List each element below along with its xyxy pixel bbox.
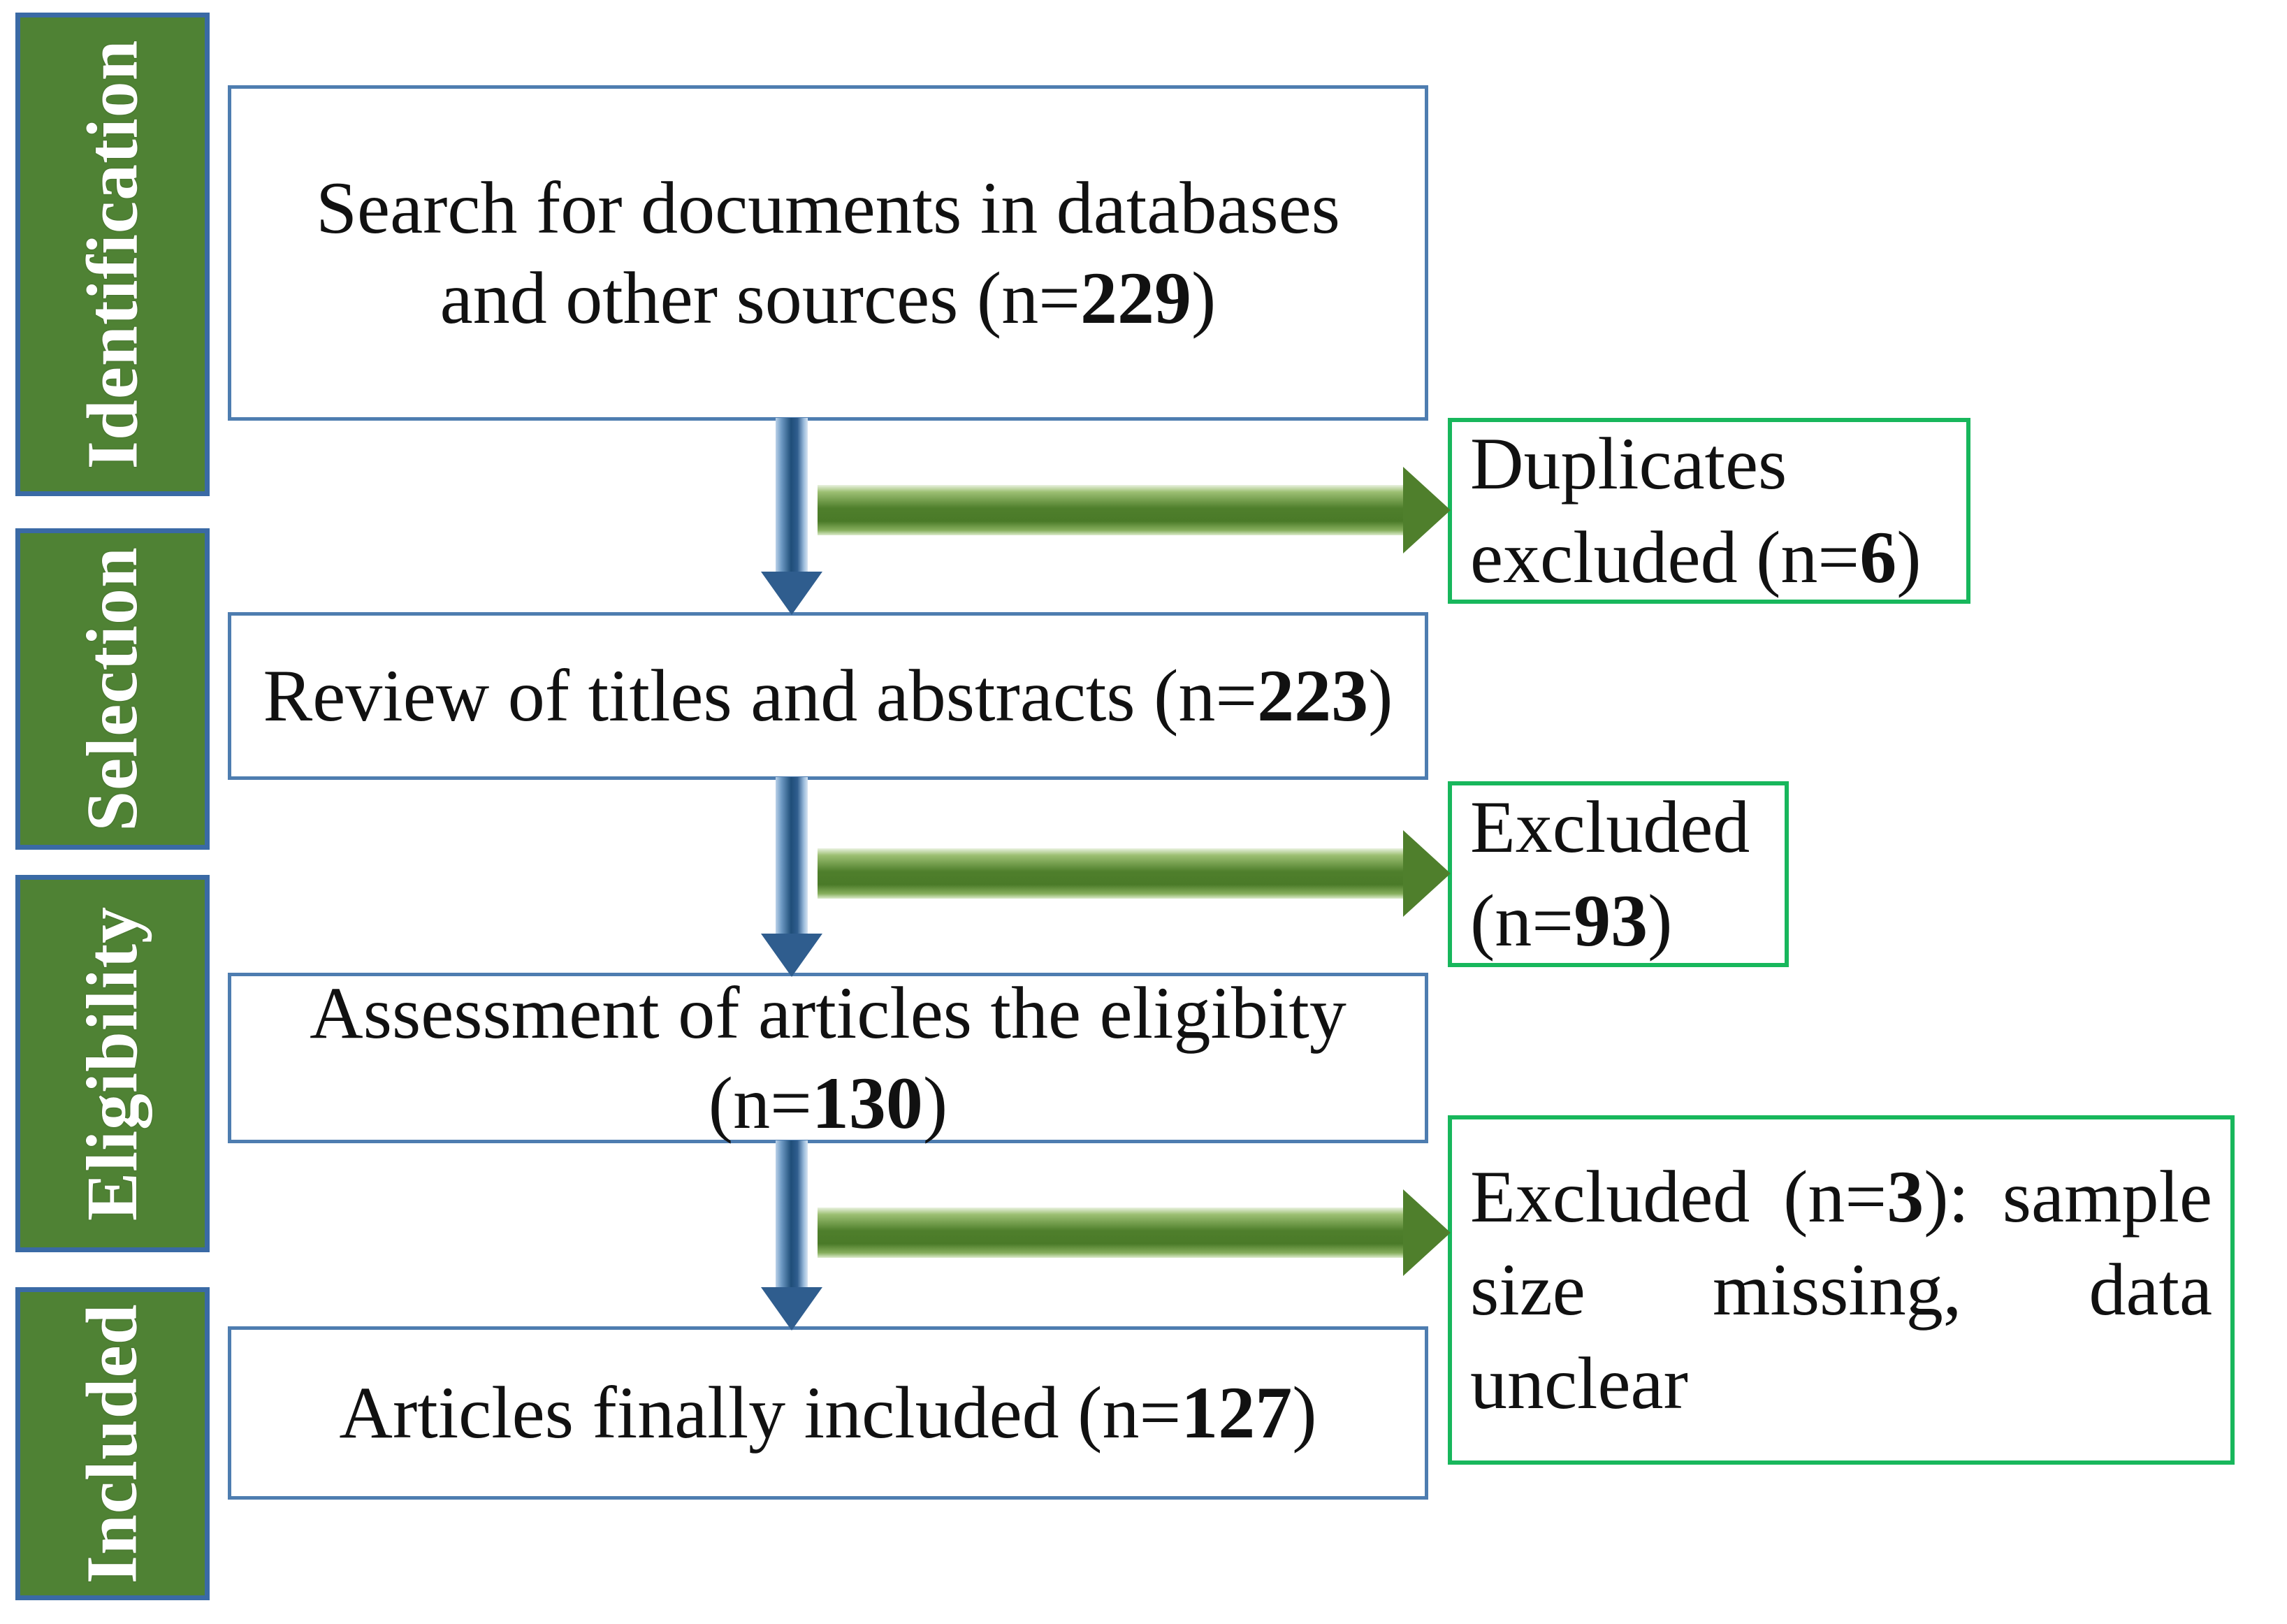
flow-box-included-count: 127: [1181, 1372, 1293, 1454]
flow-box-review: Review of titles and abstracts (n=223): [228, 612, 1428, 780]
exclusion-box-duplicates: Duplicates excluded (n=6): [1448, 418, 1970, 604]
stage-label-identification: Identification: [15, 13, 210, 496]
flow-box-search-count: 229: [1080, 257, 1191, 339]
exclusion-box-screening-count: 93: [1574, 880, 1648, 962]
arrow-down-search-to-review: [761, 418, 822, 615]
flow-box-included: Articles finally included (n=127): [228, 1326, 1428, 1500]
flow-box-search-text-after: ): [1191, 257, 1217, 339]
flow-box-assessment-text-after: ): [922, 1062, 948, 1144]
flow-box-included-text-after: ): [1292, 1372, 1317, 1454]
exclusion-box-screening: Excluded (n=93): [1448, 781, 1789, 967]
exclusion-box-duplicates-text-after: ): [1896, 516, 1922, 598]
stage-label-included-text: Included: [72, 1303, 153, 1584]
arrow-right-to-eligibility-excluded-shaft: [818, 1208, 1403, 1258]
exclusion-box-duplicates-text-before: Duplicates excluded (n=: [1470, 423, 1860, 598]
stage-label-eligibility-text: Eligibility: [72, 906, 152, 1221]
flow-box-search: Search for documents in databases and ot…: [228, 85, 1428, 421]
exclusion-box-screening-text-after: ): [1648, 880, 1673, 962]
flow-box-assessment: Assessment of articles the eligibity (n=…: [228, 972, 1428, 1144]
flow-box-included-text-before: Articles finally included (n=: [339, 1372, 1182, 1454]
flow-box-included-text: Articles finally included (n=127): [315, 1368, 1340, 1458]
flow-box-assessment-text: Assessment of articles the eligibity (n=…: [231, 968, 1425, 1149]
arrow-down-assessment-to-included: [761, 1140, 822, 1331]
flow-box-review-text: Review of titles and abstracts (n=223): [240, 651, 1417, 741]
arrow-right-to-eligibility-excluded: [818, 1189, 1451, 1276]
arrow-right-to-screening-excluded-head: [1403, 830, 1451, 917]
arrow-right-to-duplicates-shaft: [818, 485, 1403, 535]
arrow-down-assessment-to-included-shaft: [776, 1140, 808, 1287]
arrow-down-review-to-assessment-head: [761, 934, 822, 977]
stage-label-included: Included: [15, 1287, 210, 1600]
arrow-right-to-eligibility-excluded-head: [1403, 1189, 1451, 1276]
stage-label-eligibility: Eligibility: [15, 875, 210, 1252]
arrow-right-to-duplicates-head: [1403, 467, 1451, 553]
arrow-down-review-to-assessment-shaft: [776, 777, 808, 934]
flow-box-assessment-text-before: Assessment of articles the eligibity (n=: [310, 971, 1346, 1144]
arrow-down-assessment-to-included-head: [761, 1287, 822, 1331]
stage-label-selection: Selection: [15, 528, 210, 850]
exclusion-box-eligibility-text: Excluded (n=3): sample size missing, dat…: [1452, 1150, 2230, 1430]
exclusion-box-screening-text-before: Excluded (n=: [1470, 786, 1750, 962]
flow-box-review-count: 223: [1257, 655, 1369, 737]
flow-box-review-text-after: ): [1368, 655, 1393, 737]
exclusion-box-screening-text: Excluded (n=93): [1452, 781, 1785, 967]
exclusion-box-eligibility: Excluded (n=3): sample size missing, dat…: [1448, 1115, 2235, 1465]
stage-label-identification-text: Identification: [72, 39, 152, 470]
exclusion-box-duplicates-count: 6: [1859, 516, 1897, 598]
flow-box-search-text-before: Search for documents in databases and ot…: [316, 166, 1340, 339]
flow-box-review-text-before: Review of titles and abstracts (n=: [263, 655, 1258, 737]
arrow-right-to-screening-excluded: [818, 830, 1451, 917]
exclusion-box-eligibility-text-after: ): sample size missing, data unclear: [1470, 1155, 2212, 1424]
arrow-right-to-duplicates: [818, 467, 1451, 553]
arrow-right-to-screening-excluded-shaft: [818, 848, 1403, 899]
arrow-down-review-to-assessment: [761, 777, 822, 977]
arrow-down-search-to-review-shaft: [776, 418, 808, 572]
stage-label-selection-text: Selection: [72, 546, 152, 832]
flow-box-assessment-count: 130: [811, 1062, 923, 1144]
arrow-down-search-to-review-head: [761, 572, 822, 615]
flow-box-search-text: Search for documents in databases and ot…: [231, 163, 1425, 344]
exclusion-box-eligibility-text-before: Excluded (n=: [1470, 1155, 1887, 1238]
exclusion-box-eligibility-count: 3: [1887, 1155, 1924, 1238]
exclusion-box-duplicates-text: Duplicates excluded (n=6): [1452, 417, 1966, 604]
